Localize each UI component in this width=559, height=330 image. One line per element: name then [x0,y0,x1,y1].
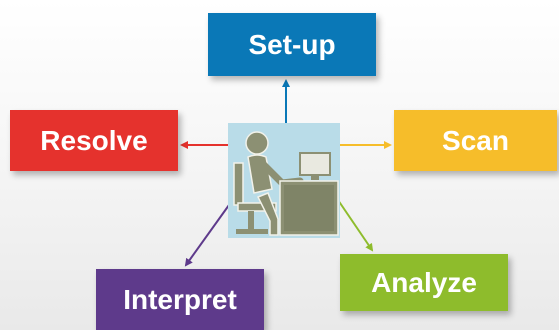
interpret-box: Interpret [96,269,264,330]
analyze-box: Analyze [340,254,508,311]
resolve-box: Resolve [10,110,178,171]
setup-box: Set-up [208,13,376,76]
scan-box: Scan [394,110,557,171]
resolve-label: Resolve [40,124,148,156]
scan-label: Scan [442,124,509,156]
arrow-to-interpret [184,204,230,267]
setup-label: Set-up [248,28,336,60]
analyze-label: Analyze [371,266,477,298]
interpret-label: Interpret [123,283,237,315]
arrow-to-analyze [337,199,374,252]
person-at-computer-icon [228,123,340,238]
